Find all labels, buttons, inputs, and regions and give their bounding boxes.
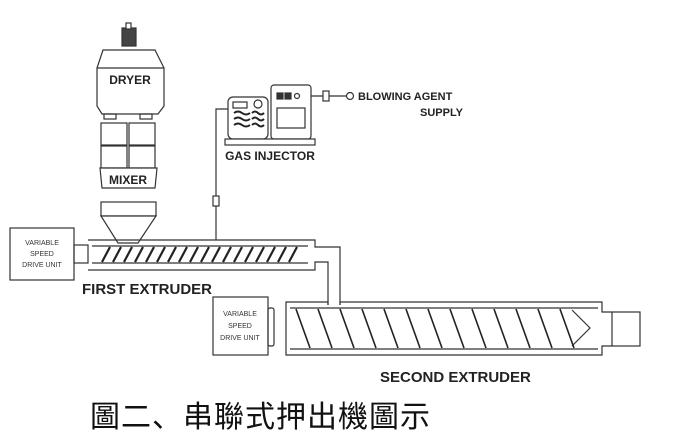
screw-flight xyxy=(317,308,333,349)
screw-flight xyxy=(178,246,188,263)
mixer-label: MIXER xyxy=(109,173,147,187)
drive1-line2: SPEED xyxy=(30,251,54,258)
screw-flight xyxy=(156,246,166,263)
dryer-motor xyxy=(121,27,137,47)
hopper xyxy=(99,201,158,244)
screw-flight xyxy=(383,308,399,349)
gas-injector-label: GAS INJECTOR xyxy=(225,149,315,163)
screw-flight xyxy=(145,246,155,263)
second-drive-unit xyxy=(212,296,269,356)
screw-flight xyxy=(288,246,298,263)
die xyxy=(611,311,641,347)
screw-flight xyxy=(112,246,122,263)
screw-flight xyxy=(361,308,377,349)
screw-flight xyxy=(266,246,276,263)
screw-flight xyxy=(537,308,553,349)
screw-flight xyxy=(295,308,311,349)
supply-valve xyxy=(322,90,330,102)
drive2-line3: DRIVE UNIT xyxy=(220,335,260,342)
screw-flight xyxy=(515,308,531,349)
gas-injector xyxy=(224,84,316,146)
first-extruder xyxy=(88,239,341,305)
screw-flight xyxy=(211,246,221,263)
supply-label: SUPPLY xyxy=(420,107,464,119)
screw-flight xyxy=(427,308,443,349)
screw-flight xyxy=(471,308,487,349)
screw-flight xyxy=(101,246,111,263)
blowing-agent-label: BLOWING AGENT xyxy=(358,91,453,103)
first-extruder-label: FIRST EXTRUDER xyxy=(82,281,212,298)
screw-flight xyxy=(222,246,232,263)
screw-flight xyxy=(277,246,287,263)
screw-flight xyxy=(339,308,355,349)
supply-fitting xyxy=(345,91,355,101)
screw-flight xyxy=(493,308,509,349)
screw-flight xyxy=(255,246,265,263)
screw-flight xyxy=(244,246,254,263)
dryer-motor-cap xyxy=(125,22,132,30)
dryer-label: DRYER xyxy=(109,73,151,87)
second-extruder xyxy=(285,301,641,356)
screw-flight xyxy=(134,246,144,263)
drive1-line3: DRIVE UNIT xyxy=(22,262,62,269)
figure-caption: 圖二、串聯式押出機圖示 xyxy=(90,400,431,435)
screw-flight xyxy=(233,246,243,263)
screw-flight xyxy=(405,308,421,349)
drive2-line1: VARIABLE xyxy=(223,311,257,318)
screw-flight xyxy=(559,308,575,349)
screw-flight xyxy=(189,246,199,263)
dryer xyxy=(96,49,165,115)
screw-flight xyxy=(200,246,210,263)
drive1-line1: VARIABLE xyxy=(25,240,59,247)
mixer xyxy=(99,122,158,189)
screw-flight xyxy=(449,308,465,349)
drive2-line2: SPEED xyxy=(228,323,252,330)
second-extruder-label: SECOND EXTRUDER xyxy=(380,369,531,386)
screw-flight xyxy=(123,246,133,263)
screw-flight xyxy=(167,246,177,263)
injection-valve xyxy=(212,195,220,207)
first-drive-unit xyxy=(9,227,75,281)
